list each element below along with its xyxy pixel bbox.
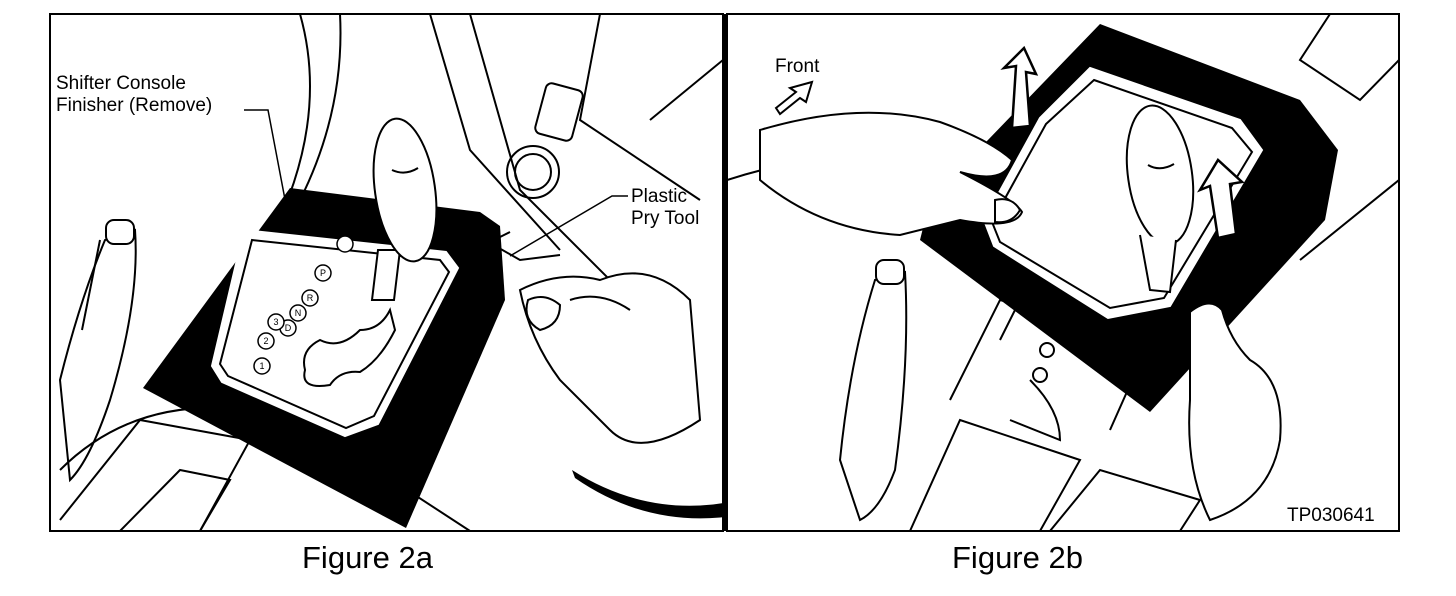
gear-p-label: P — [320, 268, 326, 278]
shift-gate-slot — [303, 307, 397, 387]
parking-brake-lever — [58, 219, 137, 483]
right-hand — [1188, 302, 1282, 522]
cup-holder-ring — [506, 145, 560, 199]
figure-2b-caption: Figure 2b — [952, 540, 1083, 575]
finisher-callout: Shifter Console Finisher (Remove) — [56, 73, 213, 116]
gear-d-label: D — [285, 323, 292, 333]
plastic-pry-tool — [491, 231, 561, 262]
hand-with-tool — [518, 272, 702, 444]
parking-brake-lever-b — [838, 259, 908, 522]
shift-knob — [370, 117, 438, 301]
shift-knob-b — [1125, 104, 1195, 294]
lift-direction-arrows — [1000, 45, 1245, 240]
pry-tool-leader-line — [509, 195, 628, 257]
front-direction-arrow — [774, 80, 814, 116]
shifter-console-finisher — [143, 188, 505, 528]
gear-n-label: N — [295, 308, 302, 318]
gear-position-indicators: P R N D 3 2 1 — [253, 235, 354, 375]
figure-2a-caption: Figure 2a — [302, 540, 433, 575]
figure-2a-panel: P R N D 3 2 1 — [49, 13, 724, 532]
gear-2-label: 2 — [263, 336, 268, 346]
gear-3-label: 3 — [273, 317, 278, 327]
gear-1-label: 1 — [259, 361, 264, 371]
gear-r-label: R — [307, 293, 314, 303]
finisher-leader-line — [244, 109, 288, 211]
figure-id: TP030641 — [1287, 505, 1375, 526]
figure-2b-panel — [726, 13, 1400, 532]
pry-tool-callout: Plastic Pry Tool — [631, 186, 700, 229]
left-hand — [759, 111, 1024, 237]
front-direction-label: Front — [775, 56, 820, 77]
